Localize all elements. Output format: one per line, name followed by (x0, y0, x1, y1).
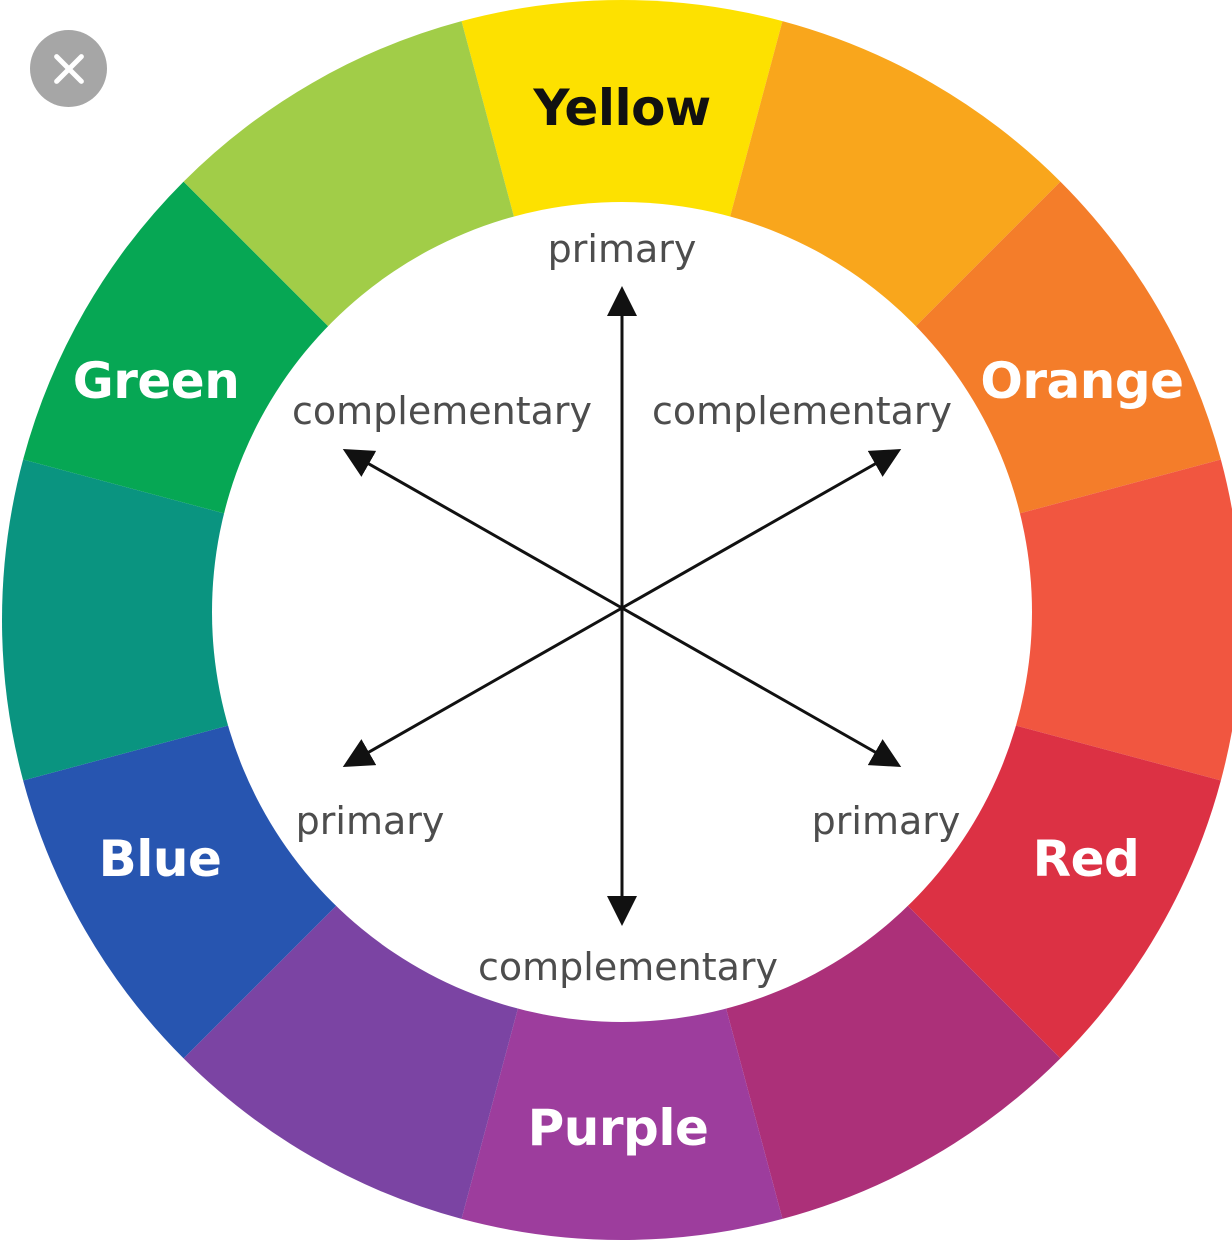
complementary-arrows (342, 286, 902, 926)
bottom-complementary-label: complementary (478, 945, 778, 989)
arrow-to-left-primary (342, 606, 623, 767)
right-complementary-label: complementary (652, 389, 952, 433)
left-complementary-label: complementary (292, 389, 592, 433)
arrow-to-right-primary (621, 606, 902, 767)
arrow-to-right-complementary (621, 449, 902, 610)
left-primary-label: primary (296, 799, 445, 843)
segment-name-blue: Blue (99, 830, 222, 888)
right-primary-label: primary (812, 799, 961, 843)
arrow-to-left-complementary (342, 449, 623, 610)
segment-name-yellow: Yellow (532, 79, 710, 137)
top-primary-label: primary (548, 227, 697, 271)
segment-name-purple: Purple (528, 1099, 709, 1157)
close-button[interactable] (30, 30, 107, 107)
segment-name-red: Red (1033, 830, 1140, 888)
segment-name-orange: Orange (980, 352, 1183, 410)
segment-name-green: Green (73, 352, 240, 410)
